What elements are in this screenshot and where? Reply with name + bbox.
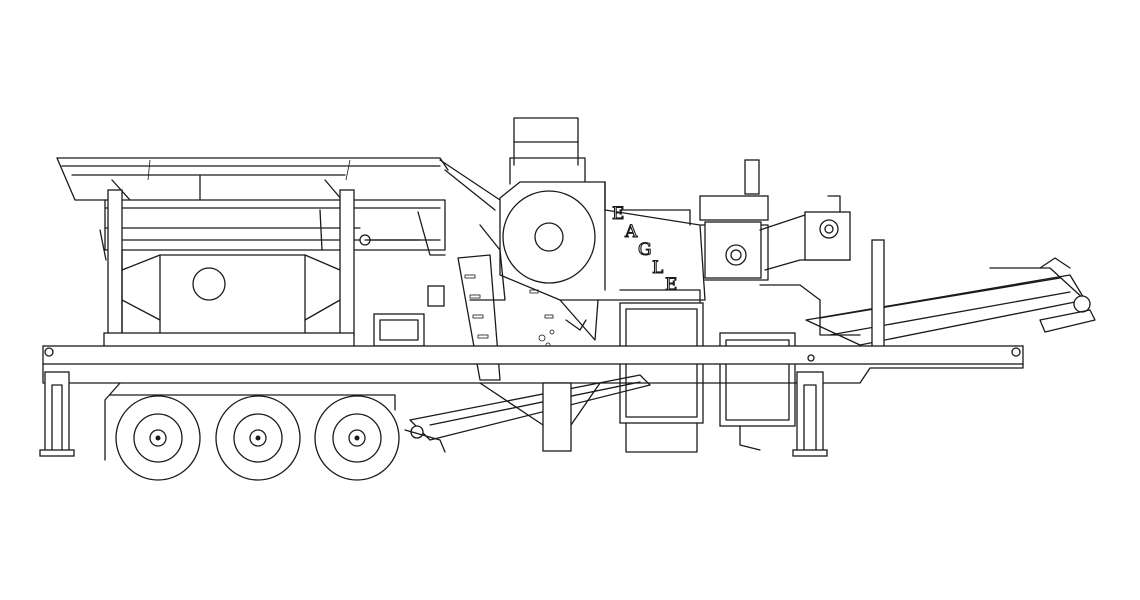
trailer-chassis (39, 345, 1024, 461)
control-boxes (373, 285, 796, 453)
wheel (115, 395, 201, 481)
brand-letter-4: L (652, 258, 663, 278)
brand-letter-1: E (612, 204, 624, 224)
platform-handrail (509, 117, 586, 185)
feed-hopper (56, 157, 511, 348)
brand-lettering: E A G L E (611, 203, 678, 295)
wheel (314, 395, 400, 481)
brand-letter-5: E (665, 275, 677, 295)
discharge-conveyor (805, 239, 1096, 353)
crusher-housing (457, 181, 706, 381)
under-conveyor (404, 374, 651, 453)
wheel (215, 395, 301, 481)
brand-letter-2: A (624, 222, 638, 242)
brand-letter-3: G (638, 240, 652, 260)
trailer-wheels (109, 394, 400, 481)
engine-unit (699, 159, 851, 301)
